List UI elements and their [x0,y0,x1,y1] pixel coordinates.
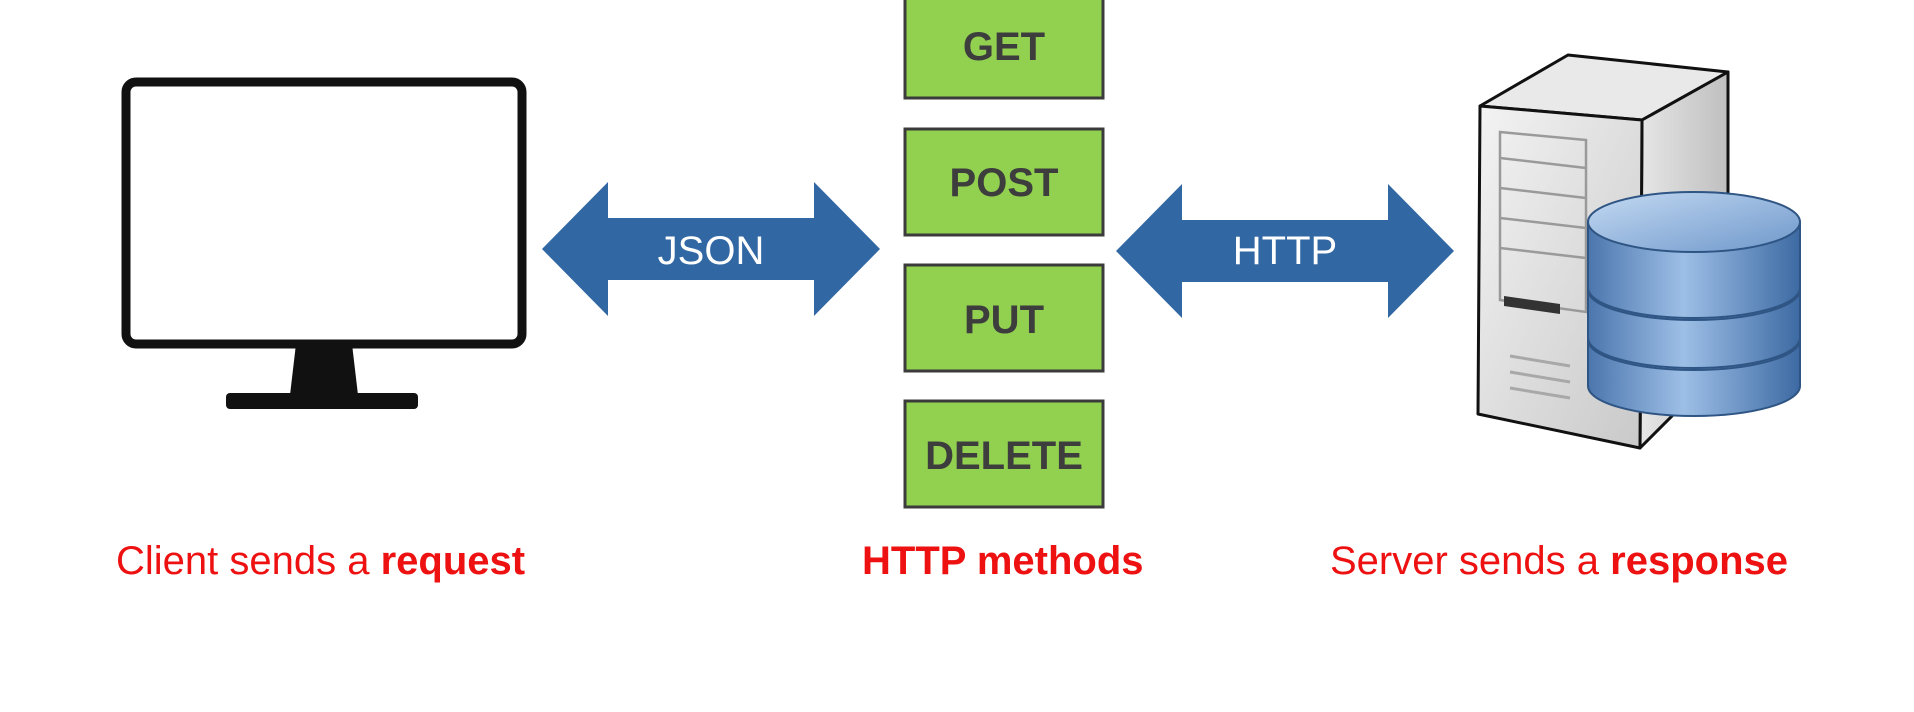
json-double-arrow: JSON [542,182,880,316]
method-box-put: PUT [903,263,1105,373]
method-label-get: GET [963,25,1045,69]
http-methods-stack: GET POST PUT DELETE [903,0,1105,509]
client-caption-prefix: Client sends a [116,539,370,583]
client-caption-bold: request [380,539,526,583]
server-caption: Server sends a response [1330,536,1788,586]
server-caption-bold: response [1610,539,1789,583]
method-box-delete: DELETE [903,399,1105,509]
server-database-icon [1476,53,1801,450]
json-arrow-label: JSON [658,229,765,273]
method-box-post: POST [903,127,1105,237]
monitor-icon [121,77,527,409]
method-label-put: PUT [964,298,1044,342]
database-cylinder-icon [1587,191,1801,417]
method-box-get: GET [903,0,1105,100]
method-label-post: POST [950,161,1059,205]
http-arrow-label: HTTP [1233,229,1337,273]
method-label-delete: DELETE [925,434,1083,478]
methods-caption: HTTP methods [862,539,1144,583]
client-caption: Client sends a request [116,536,525,586]
http-double-arrow: HTTP [1116,184,1454,318]
server-caption-prefix: Server sends a [1330,539,1600,583]
